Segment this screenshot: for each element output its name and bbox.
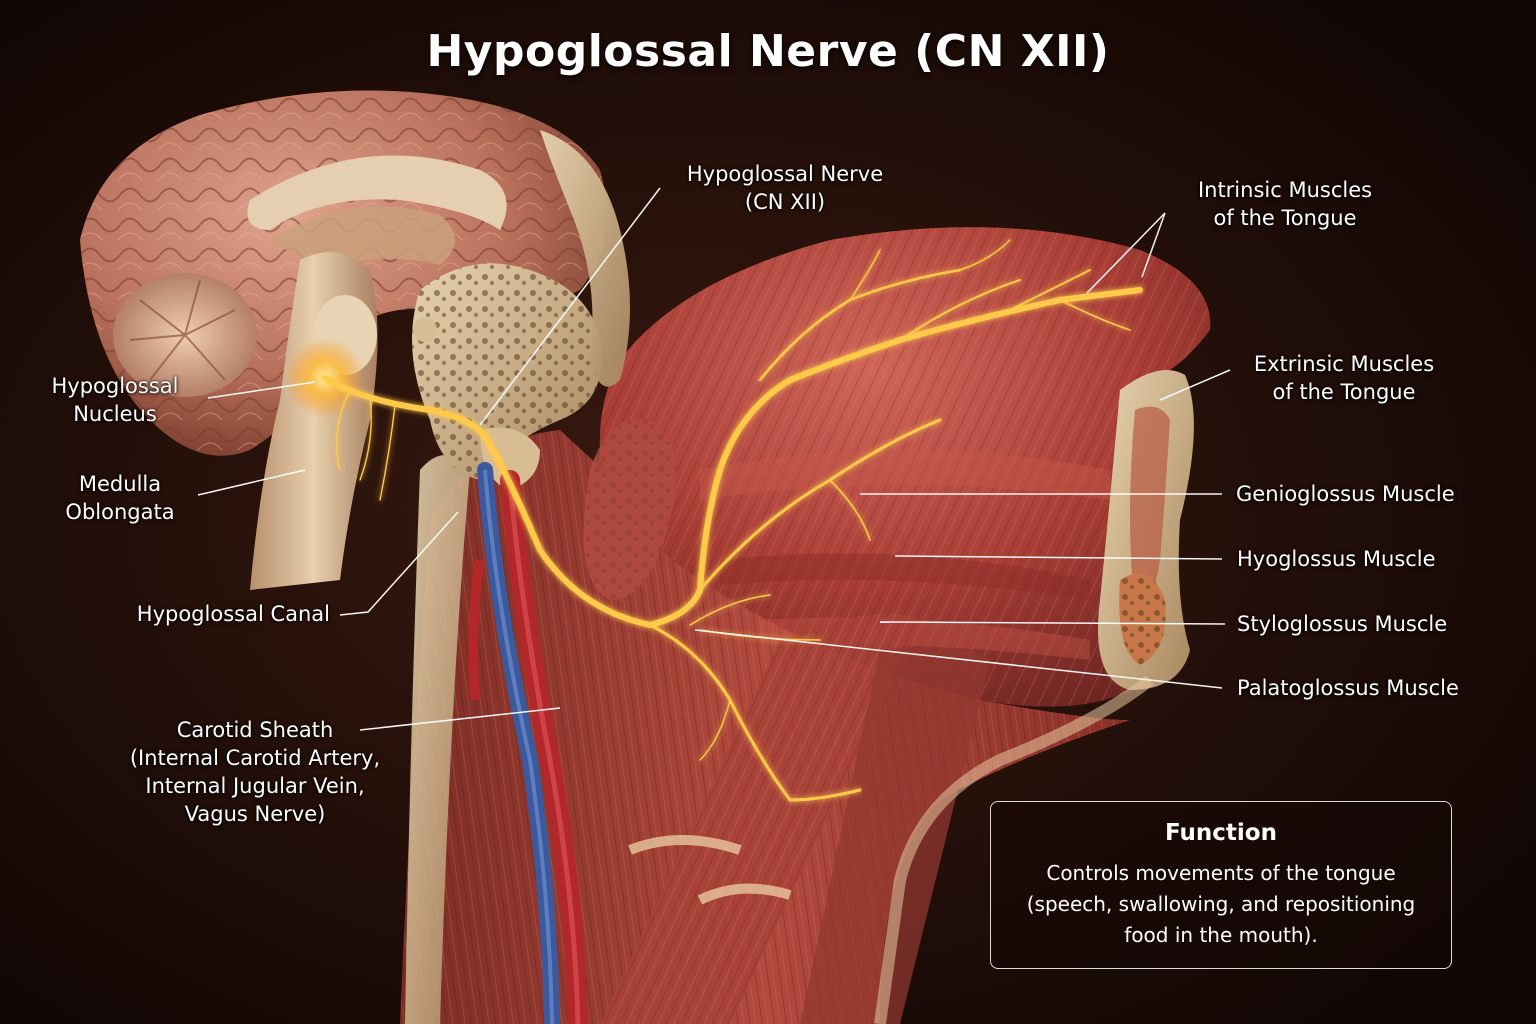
label-line: Carotid Sheath (176, 718, 334, 742)
function-box: Function Controls movements of the tongu… (990, 801, 1452, 969)
label-line: Intrinsic Muscles (1197, 178, 1373, 202)
label-extrinsic-muscles: Extrinsic Muscles of the Tongue (1230, 350, 1458, 406)
label-line: Extrinsic Muscles (1253, 352, 1435, 376)
label-line: of the Tongue (1272, 380, 1416, 404)
label-line: Hypoglossal (51, 374, 179, 398)
label-medulla-oblongata: Medulla Oblongata (45, 470, 195, 526)
label-line: Internal Jugular Vein, (145, 774, 365, 798)
label-line: (Internal Carotid Artery, (129, 746, 381, 770)
function-title: Function (1164, 820, 1277, 846)
label-line: Oblongata (65, 500, 175, 524)
label-line: of the Tongue (1213, 206, 1357, 230)
function-line: Controls movements of the tongue (1046, 861, 1396, 885)
label-palatoglossus: Palatoglossus Muscle (1237, 676, 1459, 700)
label-line: Nucleus (73, 402, 157, 426)
label-line: Vagus Nerve) (184, 802, 326, 826)
label-carotid-sheath: Carotid Sheath (Internal Carotid Artery,… (110, 716, 400, 828)
function-line: food in the mouth). (1124, 923, 1318, 947)
function-line: (speech, swallowing, and repositioning (1026, 892, 1416, 916)
label-hypoglossal-nucleus: Hypoglossal Nucleus (40, 372, 190, 428)
leader-nerve (479, 187, 661, 426)
function-description: Controls movements of the tongue (speech… (1001, 858, 1441, 951)
label-hypoglossal-nerve: Hypoglossal Nerve (CN XII) (660, 160, 910, 216)
label-hyoglossus: Hyoglossus Muscle (1237, 547, 1436, 571)
label-line: Medulla (78, 472, 162, 496)
label-styloglossus: Styloglossus Muscle (1237, 612, 1448, 636)
label-line: Hypoglossal Nerve (686, 162, 884, 186)
label-line: (CN XII) (744, 190, 826, 214)
page-title: Hypoglossal Nerve (CN XII) (426, 26, 1110, 77)
label-intrinsic-muscles: Intrinsic Muscles of the Tongue (1170, 176, 1400, 232)
label-hypoglossal-canal: Hypoglossal Canal (136, 602, 330, 626)
label-genioglossus: Genioglossus Muscle (1236, 482, 1455, 506)
